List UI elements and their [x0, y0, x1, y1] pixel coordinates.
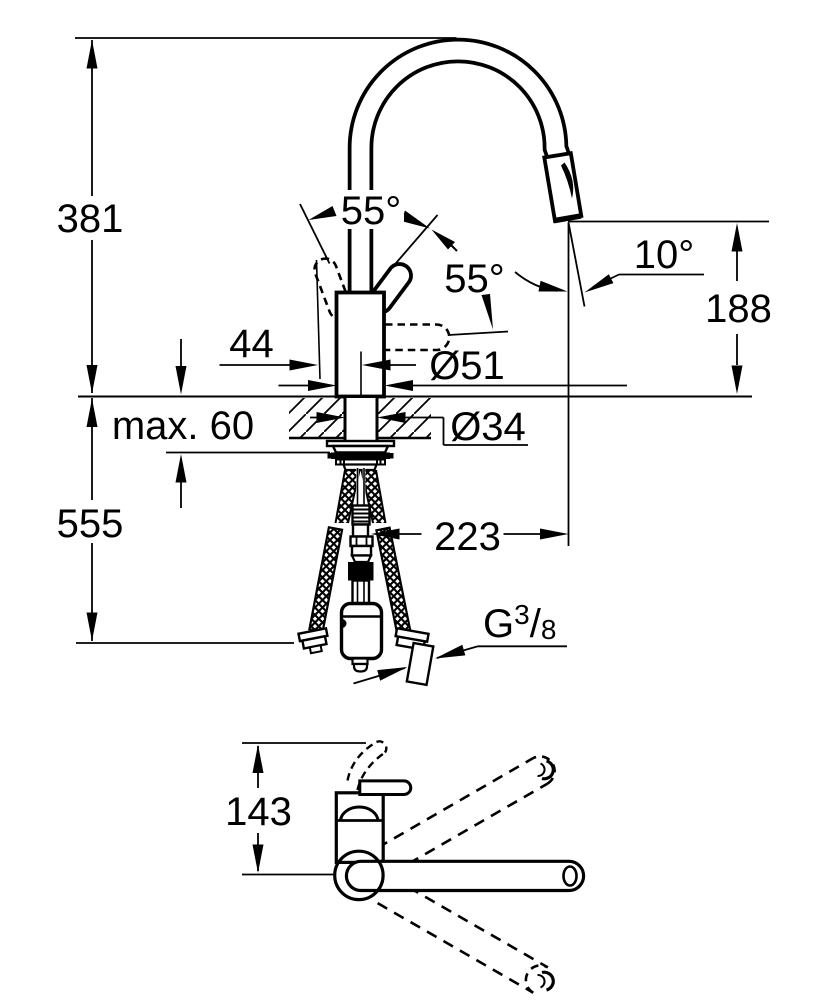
svg-text:55°: 55° [341, 189, 402, 233]
svg-text:223: 223 [434, 515, 501, 559]
svg-text:max. 60: max. 60 [112, 404, 254, 448]
svg-text:381: 381 [57, 197, 124, 241]
svg-text:Ø51: Ø51 [429, 344, 505, 388]
svg-text:55°: 55° [444, 257, 505, 301]
svg-text:10°: 10° [634, 233, 695, 277]
svg-text:44: 44 [229, 322, 274, 366]
svg-text:188: 188 [705, 287, 772, 331]
svg-text:143: 143 [225, 790, 292, 834]
svg-text:555: 555 [57, 502, 124, 546]
svg-text:Ø34: Ø34 [450, 405, 526, 449]
